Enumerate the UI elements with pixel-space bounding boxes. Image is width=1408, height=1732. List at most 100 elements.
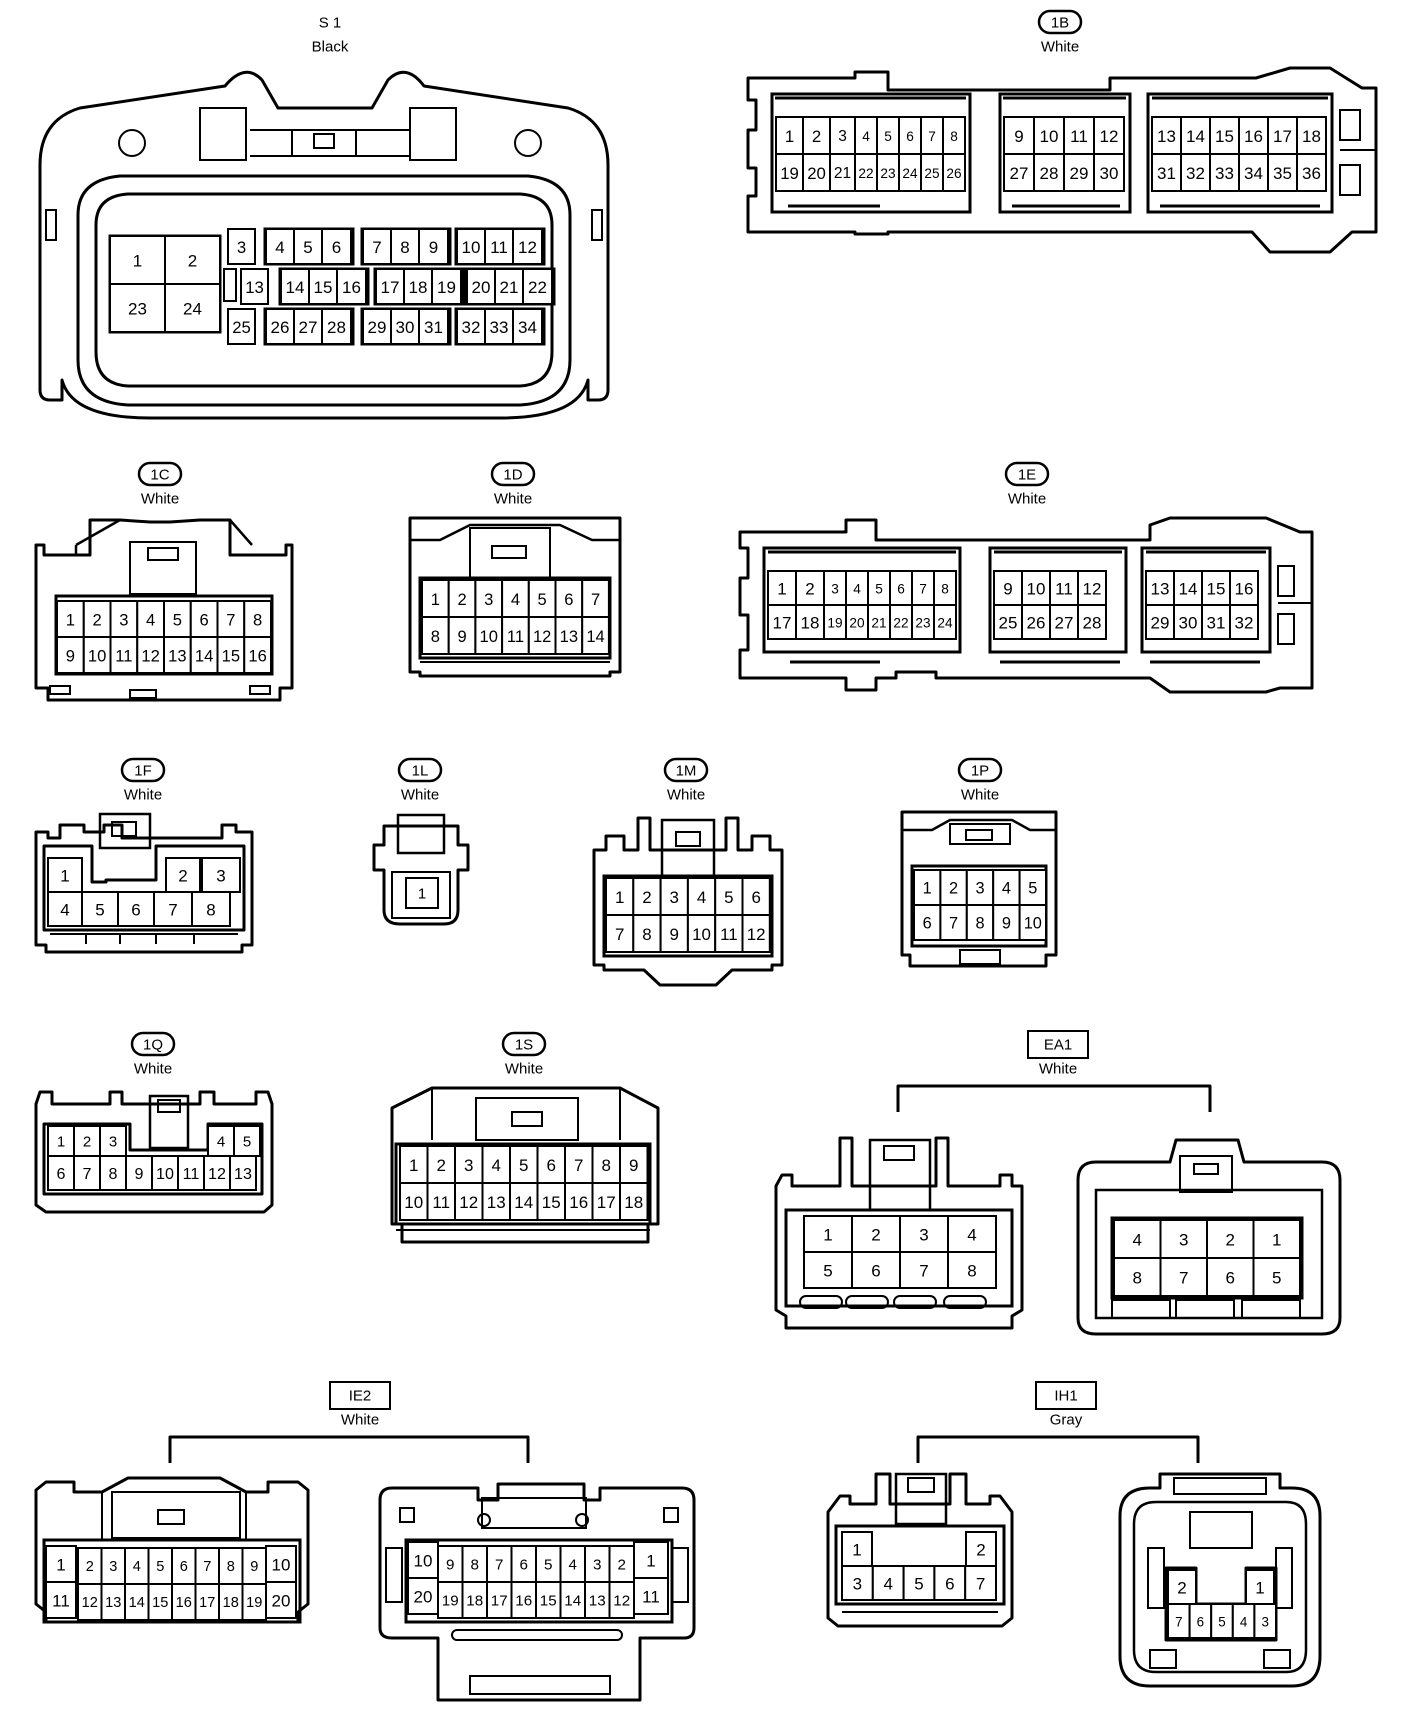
pin-number: 4 <box>133 1559 141 1575</box>
pin-number: 8 <box>602 1156 611 1175</box>
pin-number: 3 <box>593 1557 601 1574</box>
housing-detail <box>1175 1299 1235 1319</box>
pin-number: 21 <box>871 616 886 631</box>
pin-cell <box>1209 153 1240 192</box>
pin-number: 2 <box>618 1557 626 1574</box>
housing-detail <box>671 1547 689 1603</box>
connector-code-badge <box>130 1031 176 1057</box>
pin-cell <box>437 1545 464 1583</box>
housing-detail <box>1147 1547 1165 1609</box>
pin-number: 5 <box>156 1559 164 1575</box>
housing-detail <box>385 1547 403 1603</box>
pin-cell <box>99 1125 127 1157</box>
latch-tab <box>147 547 179 561</box>
pin-number: 17 <box>381 278 400 297</box>
pin-number: 13 <box>245 278 264 297</box>
pin-number: 5 <box>544 1557 552 1574</box>
housing-outline <box>738 516 1314 694</box>
pin-number: 9 <box>1014 127 1023 146</box>
pin-number: 28 <box>1083 614 1102 633</box>
pin-number: 2 <box>437 1156 446 1175</box>
pin-cell <box>741 877 771 916</box>
housing-inner <box>784 1208 1014 1308</box>
housing-detail <box>74 518 253 555</box>
connector-color: White <box>1008 491 1046 508</box>
pin-number: 12 <box>1100 127 1119 146</box>
pin-cell <box>47 891 83 927</box>
pin-number: 17 <box>597 1193 616 1212</box>
connector-color: White <box>961 787 999 804</box>
pin-number: 2 <box>83 1134 91 1151</box>
pin-number: 2 <box>805 580 814 599</box>
pin-number: 7 <box>1179 1269 1188 1288</box>
pin-cell <box>965 904 995 941</box>
pin-number: 12 <box>1083 580 1102 599</box>
pin-number: 17 <box>199 1595 215 1611</box>
housing-detail <box>1149 1649 1177 1669</box>
pin-number: 7 <box>949 915 958 933</box>
pin-number: 4 <box>217 1134 225 1151</box>
pin-cell <box>207 1125 235 1157</box>
pin-number: 7 <box>615 925 624 944</box>
pin-number: 16 <box>342 278 361 297</box>
connector-code-badge <box>137 461 183 487</box>
pin-number: 8 <box>400 238 409 257</box>
pin-number: 11 <box>507 627 524 646</box>
pin-cell <box>109 283 166 333</box>
housing-detail <box>45 209 57 241</box>
housing-inner <box>834 1524 1006 1606</box>
housing-inner <box>418 576 612 660</box>
latch-tab <box>129 541 197 595</box>
pin-cell <box>1253 1603 1278 1639</box>
pin-cell <box>163 636 192 674</box>
pin-cell <box>527 579 557 618</box>
pin-number: 2 <box>642 888 651 907</box>
pin-cell <box>486 1545 513 1583</box>
pin-cell <box>1180 153 1211 192</box>
latch-tab <box>1189 1511 1253 1549</box>
pin-number: 25 <box>232 318 251 337</box>
pin-number: 18 <box>223 1595 239 1611</box>
latch-tab <box>111 1491 241 1539</box>
pin-cell <box>229 1155 257 1191</box>
latch-tab <box>396 813 446 855</box>
housing-detail <box>663 1507 679 1523</box>
housing-detail <box>1339 109 1361 141</box>
pin-number: 16 <box>176 1595 192 1611</box>
housing-inner <box>394 1142 652 1226</box>
pin-number: 18 <box>801 614 820 633</box>
pin-number: 24 <box>902 166 918 181</box>
pair-bracket <box>896 1084 1212 1112</box>
pin-number: 1 <box>646 1552 655 1571</box>
pin-cell <box>426 1182 456 1221</box>
pin-cell <box>605 877 635 916</box>
pin-cell <box>1093 153 1125 192</box>
pin-number: 31 <box>1157 164 1176 183</box>
pin-number: 6 <box>564 590 573 609</box>
pin-cell <box>481 1145 511 1184</box>
pin-number: 8 <box>967 1262 976 1281</box>
pin-number: 29 <box>1151 614 1170 633</box>
pin-number: 32 <box>462 318 481 337</box>
pin-number: 4 <box>569 1557 577 1574</box>
pin-number: 15 <box>1207 580 1226 599</box>
pin-number: 10 <box>692 925 711 944</box>
connector-code: S 1 <box>319 15 342 32</box>
pin-cell <box>293 308 323 345</box>
pin-number: 2 <box>976 1541 985 1560</box>
pin-number: 23 <box>915 616 930 631</box>
pin-number: 3 <box>919 1226 928 1245</box>
pin-cell <box>965 1531 997 1567</box>
pin-number: 13 <box>234 1165 252 1183</box>
pin-number: 6 <box>332 238 341 257</box>
pin-number: 12 <box>747 925 766 944</box>
housing-outline <box>372 824 470 926</box>
pin-cell <box>45 1581 77 1619</box>
pin-number: 15 <box>152 1595 168 1611</box>
pin-number: 7 <box>928 129 936 144</box>
pin-number: 7 <box>203 1559 211 1575</box>
pin-cell <box>522 268 553 305</box>
